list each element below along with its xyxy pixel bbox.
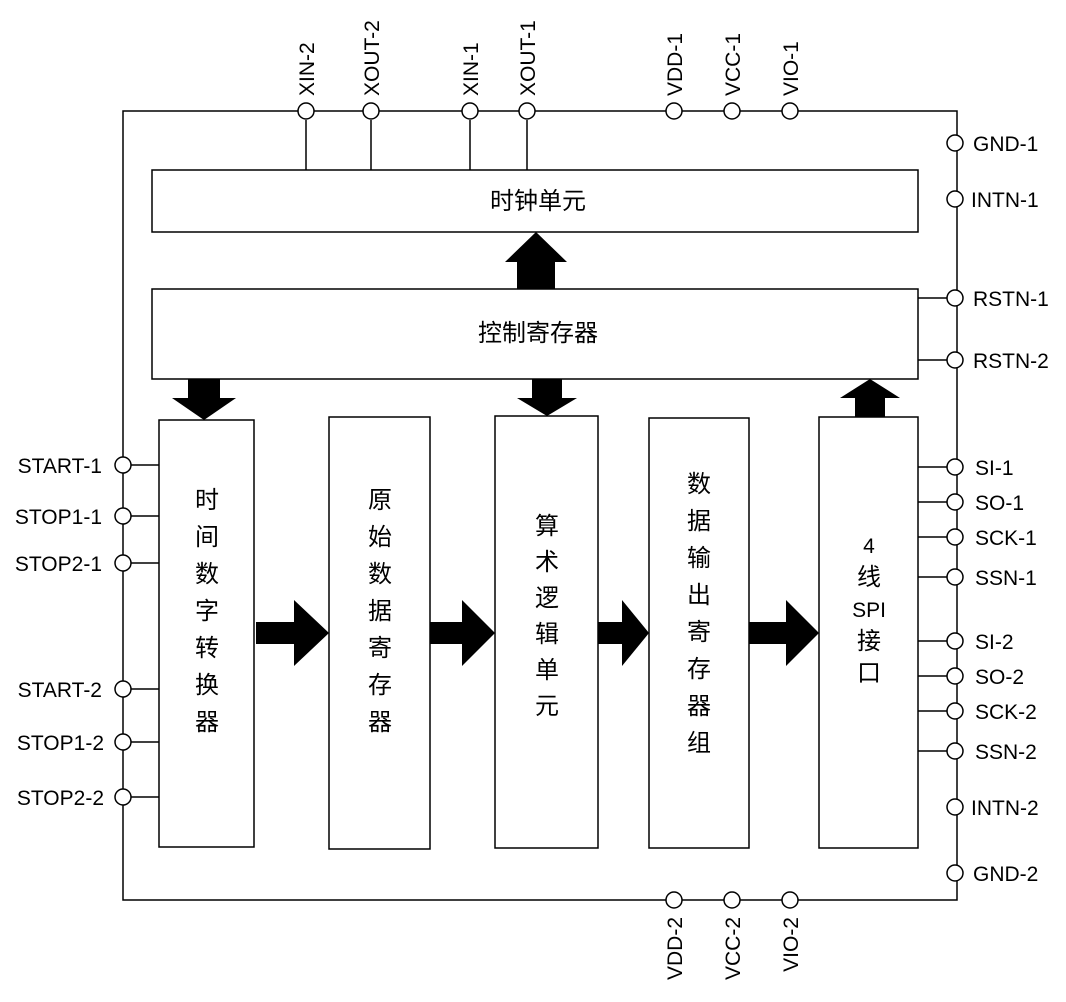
data-output-register-label-char: 器 — [687, 692, 711, 720]
raw-data-register-label-char: 器 — [368, 708, 392, 736]
arrow-spi-to-control — [840, 379, 900, 417]
tdc-label-char: 字 — [195, 597, 219, 625]
data-output-register-label-char: 数 — [687, 470, 711, 498]
pin-label-stop2-1: STOP2-1 — [15, 553, 102, 576]
control-register-block: 控制寄存器 — [151, 288, 919, 380]
pin-label-so-1: SO-1 — [975, 492, 1024, 515]
arrows — [172, 232, 900, 666]
pin-label-intn-1: INTN-1 — [971, 189, 1039, 212]
top-pin-labels: XIN-2 XOUT-2 XIN-1 XOUT-1 VDD-1 VCC-1 VI… — [296, 20, 803, 96]
pin-label-vcc-1: VCC-1 — [722, 33, 745, 96]
pin-label-xout-1: XOUT-1 — [517, 20, 540, 96]
pin-label-rstn-1: RSTN-1 — [973, 288, 1049, 311]
pin-label-ssn-2: SSN-2 — [975, 741, 1037, 764]
clock-unit-block: 时钟单元 — [151, 169, 919, 233]
spi-interface-label-char: SPI — [852, 599, 886, 622]
pin-label-vio-2: VIO-2 — [780, 917, 803, 972]
pin-label-so-2: SO-2 — [975, 666, 1024, 689]
tdc-label-char: 数 — [195, 560, 219, 588]
raw-data-register-label-char: 数 — [368, 560, 392, 588]
arrow-control-to-alu — [517, 379, 577, 416]
tdc-label-char: 间 — [195, 523, 219, 551]
pin-label-start-2: START-2 — [18, 679, 102, 702]
data-output-register-label-char: 组 — [687, 729, 711, 757]
pin-label-intn-2: INTN-2 — [971, 797, 1039, 820]
alu-label-char: 元 — [535, 692, 559, 720]
alu-label-char: 术 — [535, 548, 559, 576]
data-output-register-label-char: 输 — [687, 544, 711, 572]
data-output-register-label-char: 寄 — [687, 618, 711, 646]
arrow-tdc-to-raw — [256, 600, 329, 666]
arrow-alu-to-dor — [598, 600, 649, 666]
pin-label-vdd-2: VDD-2 — [664, 917, 687, 980]
bottom-pin-labels: VDD-2 VCC-2 VIO-2 — [664, 917, 803, 980]
data-output-register-label-char: 出 — [687, 581, 711, 609]
data-output-register-label-char: 据 — [687, 507, 711, 535]
raw-data-register-label-char: 存 — [368, 671, 392, 699]
control-register-label: 控制寄存器 — [478, 319, 598, 347]
pin-label-stop1-2: STOP1-2 — [17, 732, 104, 755]
tdc-label-char: 器 — [195, 708, 219, 736]
pin-label-vio-1: VIO-1 — [780, 41, 803, 96]
spi-interface-block: 4 线 SPI 接口 — [818, 416, 919, 849]
pin-label-xin-1: XIN-1 — [460, 42, 483, 96]
pin-label-si-2: SI-2 — [975, 631, 1014, 654]
pin-label-start-1: START-1 — [18, 455, 102, 478]
pin-label-vdd-1: VDD-1 — [664, 33, 687, 96]
pin-label-gnd-1: GND-1 — [973, 133, 1038, 156]
raw-data-register-label-char: 始 — [368, 523, 392, 551]
pin-label-sck-1: SCK-1 — [975, 527, 1037, 550]
tdc-label-char: 时 — [195, 486, 219, 514]
alu-label-char: 算 — [535, 512, 559, 540]
spi-interface-label-char: 4 — [863, 535, 875, 558]
right-pin-labels: GND-1 INTN-1 RSTN-1 RSTN-2 SI-1 SO-1 SCK… — [971, 133, 1049, 886]
tdc-label-char: 转 — [195, 634, 219, 662]
pin-label-sck-2: SCK-2 — [975, 701, 1037, 724]
pin-label-stop2-2: STOP2-2 — [17, 787, 104, 810]
pin-label-stop1-1: STOP1-1 — [15, 506, 102, 529]
alu-label-char: 逻 — [535, 584, 559, 612]
pin-label-xout-2: XOUT-2 — [361, 20, 384, 96]
pin-circles — [114, 102, 964, 909]
data-output-register-label-char: 存 — [687, 655, 711, 683]
left-pin-labels: START-1 STOP1-1 STOP2-1 START-2 STOP1-2 … — [15, 455, 104, 810]
arrow-dor-to-spi — [749, 600, 819, 666]
pin-connection-lines — [131, 120, 947, 798]
pin-label-ssn-1: SSN-1 — [975, 567, 1037, 590]
pin-label-rstn-2: RSTN-2 — [973, 350, 1049, 373]
arrow-raw-to-alu — [430, 600, 495, 666]
alu-label-char: 辑 — [535, 620, 559, 648]
raw-data-register-label-char: 据 — [368, 597, 392, 625]
arrow-control-to-tdc — [172, 379, 236, 420]
pin-label-vcc-2: VCC-2 — [722, 917, 745, 980]
spi-interface-label-char: 接 — [857, 627, 881, 655]
tdc-label-char: 换 — [195, 671, 219, 699]
clock-unit-label: 时钟单元 — [490, 187, 586, 215]
arrow-control-to-clock — [505, 232, 567, 289]
raw-data-register-label-char: 寄 — [368, 634, 392, 662]
pin-label-gnd-2: GND-2 — [973, 863, 1038, 886]
alu-label-char: 单 — [535, 656, 559, 684]
spi-interface-label-char: 线 — [857, 563, 881, 591]
spi-interface-label-char: 口 — [857, 659, 881, 687]
pin-label-si-1: SI-1 — [975, 457, 1014, 480]
pin-label-xin-2: XIN-2 — [296, 42, 319, 96]
raw-data-register-label-char: 原 — [368, 486, 392, 514]
